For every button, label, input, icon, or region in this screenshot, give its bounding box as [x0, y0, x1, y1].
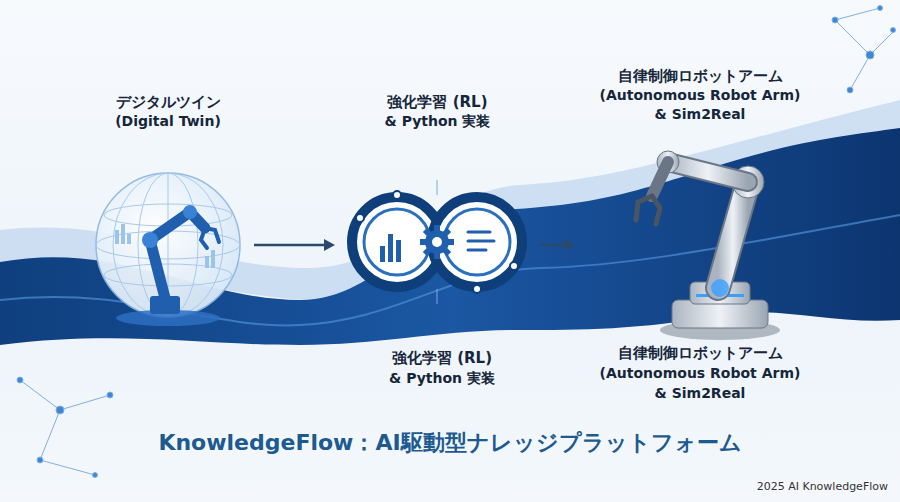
figure-node: 自律制御ロボットアーム(Autonomous Robot Arm)& Sim2R…	[581, 66, 819, 340]
node-heading: 強化学習 (RL)	[341, 92, 534, 112]
node-subheading: & Python 実装	[341, 112, 534, 131]
text-label: & Python 実装	[292, 369, 592, 388]
flow-arrow	[254, 239, 335, 251]
text-label: (Autonomous Robot Arm)	[550, 364, 850, 383]
figure-node: 強化学習 (RL)& Python 実装	[341, 92, 534, 300]
text-label: 強化学習 (RL)	[292, 348, 592, 368]
node-heading: 自律制御ロボットアーム	[581, 66, 819, 86]
node-subheading: (Digital Twin)	[88, 112, 248, 131]
node-subheading: & Sim2Real	[581, 105, 819, 124]
text-label: & Sim2Real	[550, 384, 850, 403]
node-subheading: (Autonomous Robot Arm)	[581, 86, 819, 105]
text-label: 自律制御ロボットアーム	[550, 343, 850, 363]
diagram-title: KnowledgeFlow：AI駆動型ナレッジプラットフォーム	[0, 428, 900, 458]
copyright-note: 2025 AI KnowledgeFlow	[757, 480, 888, 493]
flow-arrow	[540, 239, 575, 251]
figure-node: デジタルツイン(Digital Twin)	[88, 92, 248, 335]
node-heading: デジタルツイン	[88, 92, 248, 112]
